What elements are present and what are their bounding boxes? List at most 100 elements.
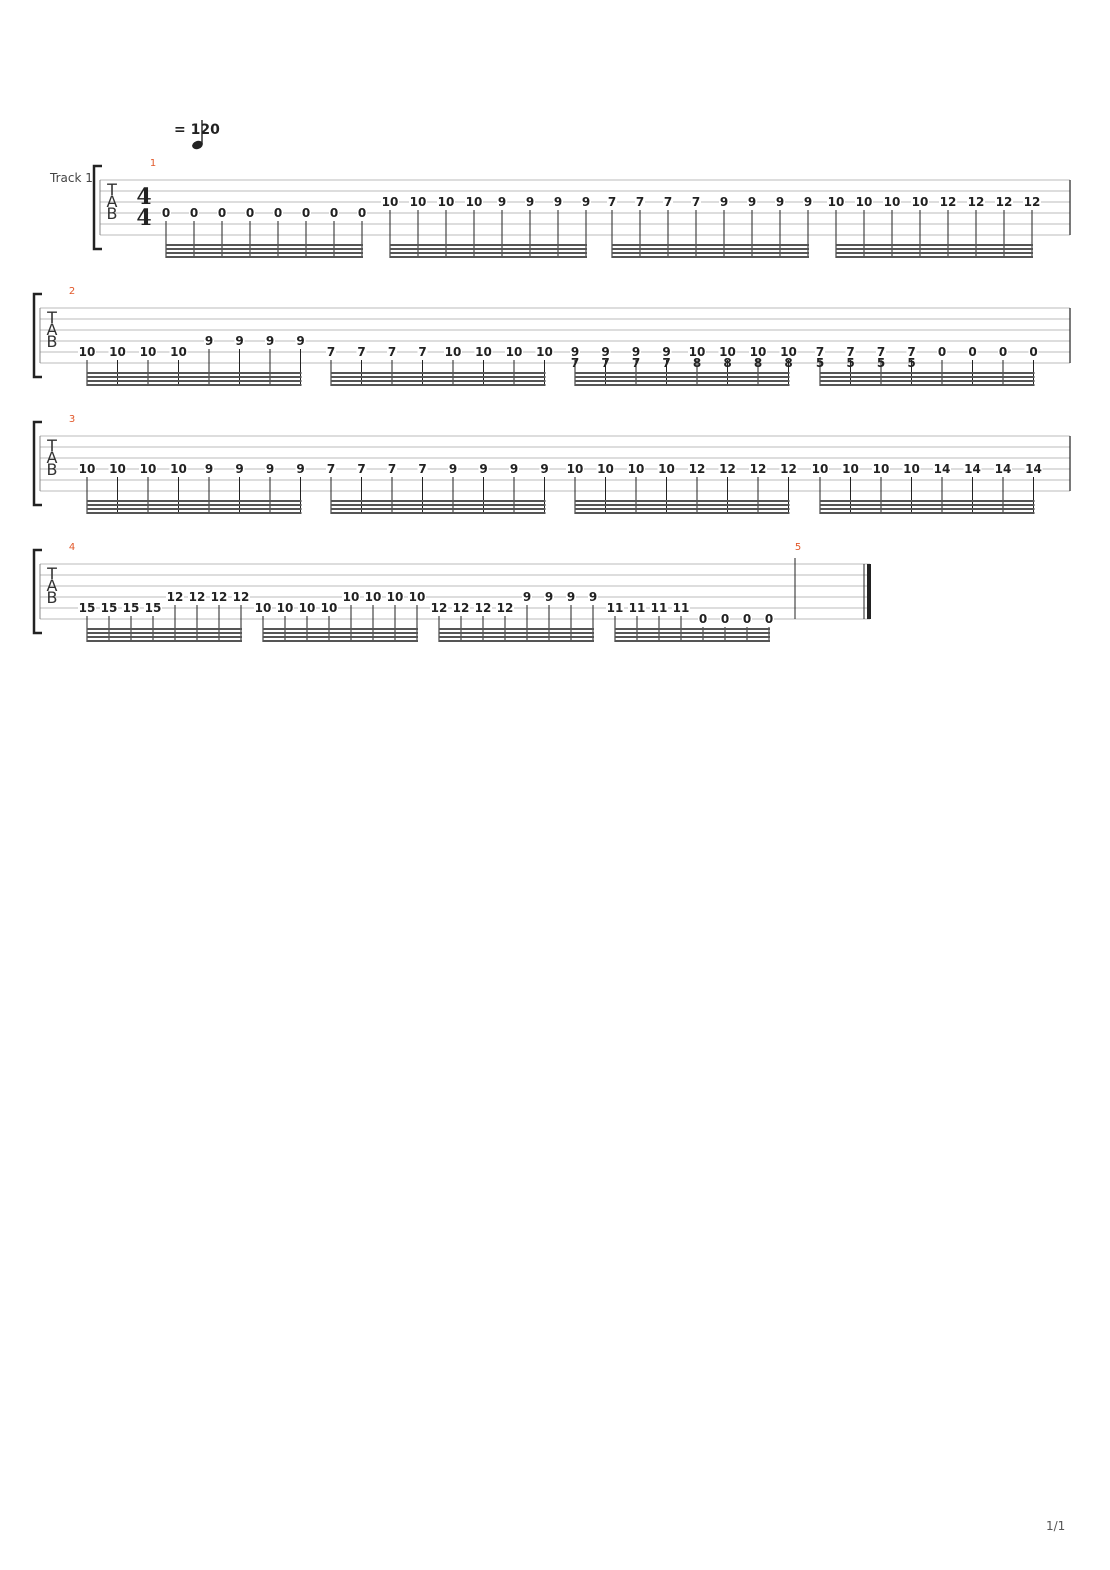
tab-clef-letter: T (106, 180, 117, 199)
fret-bg (749, 346, 767, 358)
beam (615, 632, 770, 634)
fret-bg (189, 207, 199, 219)
fret-bg (815, 346, 825, 358)
fret-bg (408, 591, 426, 603)
fret-bg (911, 196, 929, 208)
fret-bg (265, 335, 275, 347)
beam (390, 244, 587, 246)
fret-bg (566, 463, 584, 475)
fret-bg (719, 196, 729, 208)
fret-number: 10 (912, 195, 929, 209)
beam (836, 248, 1033, 250)
fret-bg (720, 613, 730, 625)
fret-number: 10 (780, 345, 797, 359)
fret-number: 10 (170, 345, 187, 359)
beam (331, 380, 546, 382)
beam (331, 384, 546, 386)
fret-number: 15 (101, 601, 118, 615)
fret-bg (906, 346, 917, 358)
fret-number: 7 (357, 345, 365, 359)
fret-number: 9 (296, 334, 304, 348)
fret-number: 12 (719, 462, 736, 476)
fret-number: 9 (540, 462, 548, 476)
beam (263, 636, 418, 638)
fret-bg (465, 196, 483, 208)
tab-clef-letter: A (47, 448, 58, 467)
fret-number: 7 (388, 462, 396, 476)
fret-number: 10 (109, 462, 126, 476)
fret-bg (539, 463, 550, 475)
fret-bg (553, 196, 563, 208)
fret-number: 0 (938, 345, 946, 359)
fret-number: 12 (750, 462, 767, 476)
fret-bg (902, 463, 921, 475)
beam (439, 632, 594, 634)
beam (331, 372, 546, 374)
fret-number: 9 (776, 195, 784, 209)
fret-bg (544, 591, 554, 603)
beam (575, 384, 790, 386)
fret-number: 10 (689, 345, 706, 359)
measure-number: 4 (69, 542, 75, 553)
fret-bg (78, 602, 96, 614)
fret-number: 0 (699, 612, 707, 626)
fret-bg (1024, 463, 1043, 475)
fret-number: 12 (453, 601, 470, 615)
fret-bg (588, 591, 598, 603)
fret-number: 9 (205, 462, 213, 476)
fret-bg (357, 207, 367, 219)
fret-bg (478, 463, 489, 475)
fret-bg (628, 602, 646, 614)
beam (166, 244, 363, 246)
tab-clef-letter: A (107, 192, 118, 211)
fret-bg (570, 346, 580, 358)
fret-bg (409, 196, 427, 208)
fret-number: 10 (750, 345, 767, 359)
fret-number: 9 (479, 462, 487, 476)
fret-bg (855, 196, 873, 208)
fret-bg (497, 196, 507, 208)
beam (575, 504, 790, 506)
fret-bg (998, 346, 1008, 358)
fret-number: 10 (873, 462, 890, 476)
fret-number: 10 (255, 601, 272, 615)
fret-bg (329, 207, 339, 219)
beam (87, 636, 242, 638)
fret-bg (169, 463, 188, 475)
fret-number: 0 (999, 345, 1007, 359)
fret-number: 8 (754, 356, 762, 370)
beam (331, 508, 546, 510)
fret-number: 10 (409, 590, 426, 604)
fret-number: 12 (968, 195, 985, 209)
fret-number: 9 (571, 345, 579, 359)
fret-bg (444, 346, 462, 358)
page-number: 1/1 (1046, 1519, 1066, 1533)
fret-bg (688, 346, 706, 358)
beam (575, 380, 790, 382)
fret-bg (535, 346, 554, 358)
fret-number: 0 (218, 206, 226, 220)
fret-number: 10 (842, 462, 859, 476)
fret-number: 12 (996, 195, 1013, 209)
fret-number: 10 (536, 345, 553, 359)
fret-number: 0 (302, 206, 310, 220)
fret-number: 0 (1029, 345, 1037, 359)
fret-bg (437, 196, 455, 208)
fret-bg (1023, 196, 1041, 208)
fret-number: 12 (1024, 195, 1041, 209)
track-name: Track 1 (50, 171, 93, 185)
fret-bg (650, 602, 668, 614)
fret-number: 9 (498, 195, 506, 209)
fret-bg (364, 591, 382, 603)
fret-number: 7 (692, 195, 700, 209)
fret-bg (210, 591, 228, 603)
fret-number: 10 (140, 462, 157, 476)
fret-bg (204, 463, 214, 475)
fret-number: 0 (190, 206, 198, 220)
fret-bg (188, 591, 206, 603)
fret-number: 7 (907, 345, 915, 359)
system-bracket (32, 292, 42, 379)
beam (263, 628, 418, 630)
